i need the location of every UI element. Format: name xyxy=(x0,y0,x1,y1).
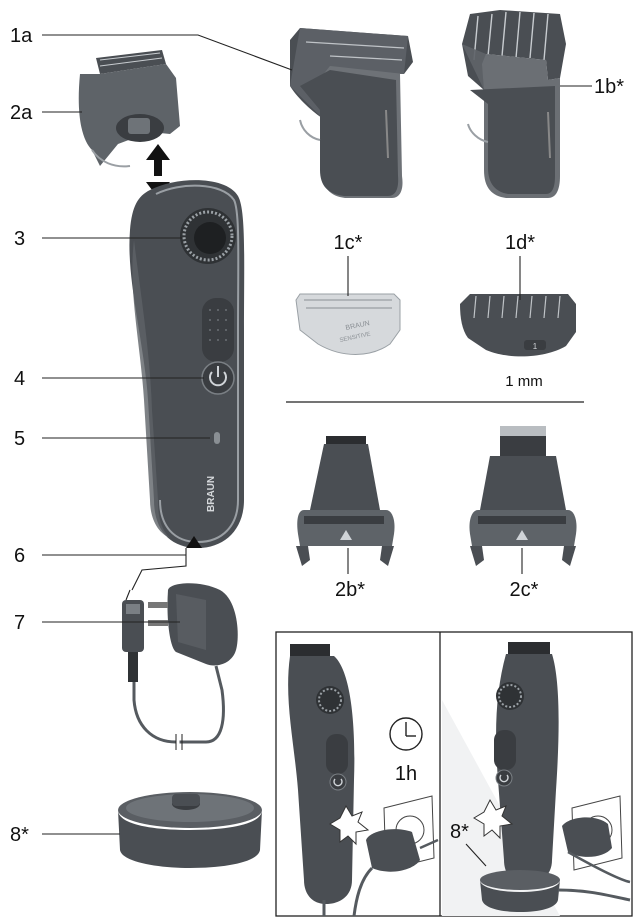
label-7: 7 xyxy=(14,612,25,634)
label-1a: 1a xyxy=(10,25,33,47)
guard-1c: BRAUN SENSITIVE xyxy=(295,293,401,355)
label-1b: 1b* xyxy=(594,76,624,98)
trimmer-head-2b xyxy=(296,436,395,566)
trimmer-head-2a xyxy=(78,50,180,198)
comb-1a xyxy=(290,28,413,198)
label-4: 4 xyxy=(14,368,25,390)
charge-flash-icon-stand xyxy=(473,798,514,840)
trimmer-head-2c xyxy=(469,426,577,566)
comb-1d: 1 xyxy=(460,294,576,357)
leader-lines xyxy=(42,34,592,835)
brand-logo: BRAUN xyxy=(206,476,217,512)
charge-flash-icon xyxy=(329,804,370,846)
label-2a: 2a xyxy=(10,102,33,124)
inset-trimmer-stand: 8* xyxy=(442,642,631,916)
label-2b: 2b* xyxy=(335,579,365,601)
label-5: 5 xyxy=(14,428,25,450)
label-6: 6 xyxy=(14,545,25,567)
charging-inset: 1h 8* xyxy=(275,631,633,917)
label-2c: 2c* xyxy=(510,579,539,601)
comb-1d-setting: 1 xyxy=(533,342,538,351)
charger-7 xyxy=(122,548,238,750)
charging-stand-8 xyxy=(118,792,262,868)
label-1d: 1d* xyxy=(505,232,535,254)
charge-duration: 1h xyxy=(395,763,417,785)
comb-1b xyxy=(462,10,566,198)
power-icon xyxy=(209,366,227,387)
inset-trimmer-cable: 1h xyxy=(288,644,439,917)
clock-icon xyxy=(389,717,423,751)
trimmer-handle: BRAUN xyxy=(129,180,245,548)
label-8: 8* xyxy=(10,824,29,846)
guard-1c-text-top: BRAUN xyxy=(345,320,370,332)
label-3: 3 xyxy=(14,228,25,250)
label-8-inset: 8* xyxy=(450,821,469,843)
label-1c: 1c* xyxy=(334,232,363,254)
comb-1d-caption: 1 mm xyxy=(505,373,543,390)
